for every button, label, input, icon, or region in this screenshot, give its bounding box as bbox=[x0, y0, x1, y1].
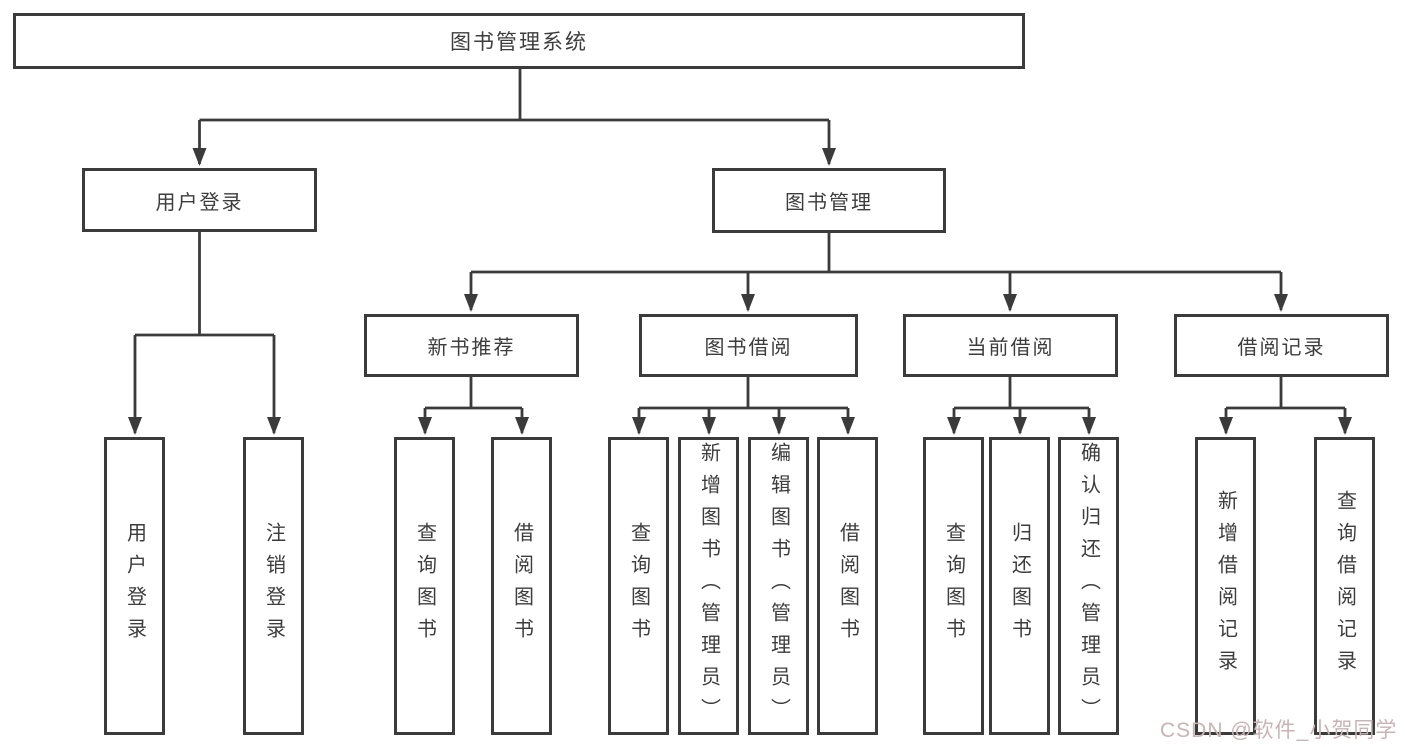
node-label: 新书推荐 bbox=[427, 337, 516, 359]
node-user-login-leaf: 用户登录 bbox=[104, 437, 165, 735]
node-add-borrow-record: 新增借阅记录 bbox=[1195, 437, 1256, 735]
node-edit-books-admin: 编辑图书（管理员） bbox=[748, 437, 809, 735]
node-label: 图书管理 bbox=[785, 192, 873, 214]
node-query-books-2: 查询图书 bbox=[608, 437, 669, 735]
node-book-management: 图书管理 bbox=[712, 168, 946, 233]
node-borrow-books-1: 借阅图书 bbox=[491, 437, 552, 735]
node-book-borrowing: 图书借阅 bbox=[639, 314, 858, 377]
node-label: 用户登录 bbox=[155, 191, 244, 214]
node-user-login: 用户登录 bbox=[82, 168, 317, 232]
node-add-books-admin: 新增图书（管理员） bbox=[678, 437, 739, 735]
node-query-borrow-record: 查询借阅记录 bbox=[1314, 437, 1375, 735]
node-label: 编辑图书（管理员） bbox=[767, 442, 790, 730]
node-label: 图书管理系统 bbox=[450, 31, 588, 54]
node-label: 借阅记录 bbox=[1237, 337, 1326, 359]
node-new-book-recommendation: 新书推荐 bbox=[364, 314, 579, 377]
node-return-books: 归还图书 bbox=[989, 437, 1050, 735]
node-label: 用户登录 bbox=[123, 522, 146, 650]
node-label: 归还图书 bbox=[1008, 522, 1031, 650]
node-query-books-3: 查询图书 bbox=[923, 437, 984, 735]
node-borrowing-records: 借阅记录 bbox=[1174, 314, 1389, 377]
node-label: 新增借阅记录 bbox=[1214, 490, 1237, 682]
node-label: 查询图书 bbox=[627, 522, 650, 650]
node-label: 新增图书（管理员） bbox=[697, 442, 720, 730]
node-logout: 注销登录 bbox=[243, 437, 304, 735]
node-library-management-system: 图书管理系统 bbox=[13, 13, 1025, 69]
node-current-borrowing: 当前借阅 bbox=[903, 314, 1118, 377]
node-label: 注销登录 bbox=[262, 522, 285, 650]
node-label: 借阅图书 bbox=[510, 522, 533, 650]
node-borrow-books-2: 借阅图书 bbox=[817, 437, 878, 735]
node-confirm-return-admin: 确认归还（管理员） bbox=[1058, 437, 1119, 735]
arrow-drops bbox=[128, 120, 1352, 435]
node-label: 查询图书 bbox=[413, 522, 436, 650]
node-label: 查询借阅记录 bbox=[1333, 490, 1356, 682]
node-label: 图书借阅 bbox=[704, 337, 793, 359]
node-label: 借阅图书 bbox=[836, 522, 859, 650]
node-label: 确认归还（管理员） bbox=[1077, 442, 1100, 730]
node-query-books-1: 查询图书 bbox=[394, 437, 455, 735]
node-label: 查询图书 bbox=[942, 522, 965, 650]
node-label: 当前借阅 bbox=[966, 337, 1055, 359]
watermark: CSDN @软件_小贺同学 bbox=[1160, 719, 1398, 742]
